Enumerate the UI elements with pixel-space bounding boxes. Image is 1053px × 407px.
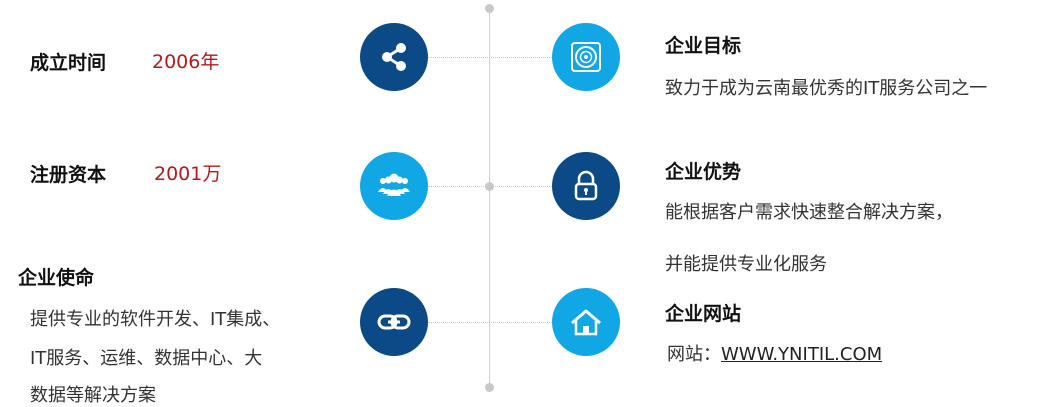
founded-label: 成立时间: [30, 52, 107, 74]
goal-text: 致力于成为云南最优秀的IT服务公司之一: [665, 78, 988, 99]
home-circle: [552, 288, 620, 356]
advantage-text-line: 能根据客户需求快速整合解决方案，: [665, 202, 953, 223]
home-icon: [571, 309, 601, 336]
website-title: 企业网站: [665, 303, 742, 325]
founded-value: 2006年: [152, 51, 220, 73]
timeline-dot: [485, 4, 494, 13]
disc-circle: [552, 23, 620, 91]
capital-value: 2001万: [154, 163, 222, 185]
timeline-line: [489, 8, 490, 392]
share-circle: [360, 23, 428, 91]
mission-title: 企业使命: [18, 267, 95, 289]
mission-text-line: 提供专业的软件开发、IT集成、: [30, 309, 281, 330]
chain-link-icon: [377, 314, 411, 330]
share-icon: [382, 43, 406, 71]
chain-link-circle: [360, 288, 428, 356]
team-icon: [378, 173, 410, 196]
mission-text-line: IT服务、运维、数据中心、大: [30, 348, 263, 369]
advantage-title: 企业优势: [665, 161, 742, 183]
capital-label: 注册资本: [30, 164, 107, 186]
connector-line: [428, 322, 552, 323]
timeline-dot: [485, 383, 494, 392]
disc-icon: [571, 42, 601, 72]
team-circle: [360, 152, 428, 220]
advantage-text-line: 并能提供专业化服务: [665, 254, 827, 275]
connector-line: [428, 186, 552, 187]
website-prefix: 网站：: [667, 344, 721, 365]
lock-circle: [552, 152, 620, 220]
website-line: 网站：WWW.YNITIL.COM: [667, 340, 882, 366]
website-link[interactable]: WWW.YNITIL.COM: [721, 344, 883, 365]
lock-icon: [574, 170, 598, 201]
mission-text-line: 数据等解决方案: [30, 385, 156, 406]
goal-title: 企业目标: [665, 35, 742, 57]
connector-line: [428, 57, 552, 58]
